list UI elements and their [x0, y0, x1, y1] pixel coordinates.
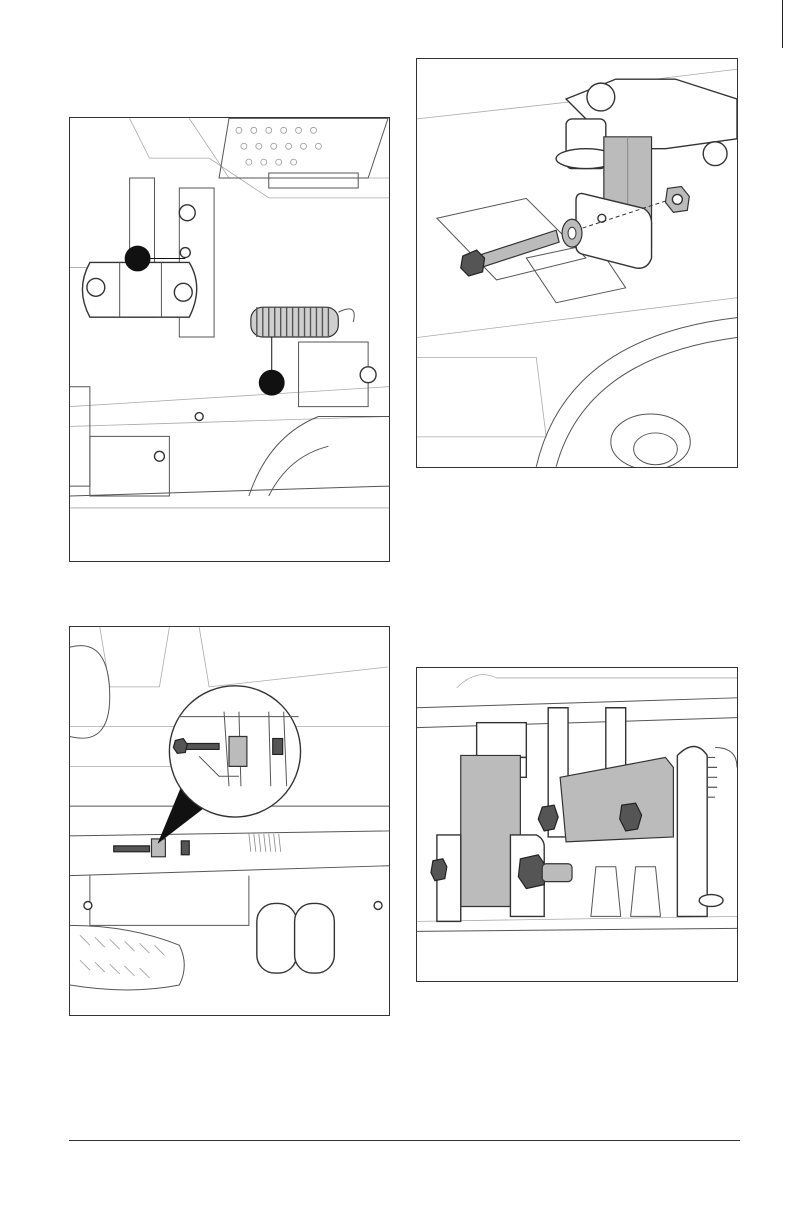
figure-installed-brackets — [416, 667, 738, 982]
figure-front-view-detail — [69, 626, 390, 1016]
spring-linkage-illustration — [70, 118, 389, 561]
figure-bolt-washer-spacer-nut — [416, 58, 738, 468]
page-edge-mark — [782, 0, 783, 48]
washer — [562, 219, 582, 247]
callout-2 — [259, 370, 285, 396]
figure-spring-linkage — [69, 117, 390, 562]
installed-brackets-illustration — [417, 668, 737, 981]
front-view-illustration — [70, 627, 389, 1015]
footer-rule — [69, 1140, 740, 1141]
hex-bolt — [461, 230, 559, 276]
bolt-assembly-illustration — [417, 59, 737, 467]
bolt-end — [518, 855, 572, 889]
callout-1 — [125, 246, 151, 272]
spring — [251, 307, 354, 337]
hex-nut — [665, 186, 689, 212]
